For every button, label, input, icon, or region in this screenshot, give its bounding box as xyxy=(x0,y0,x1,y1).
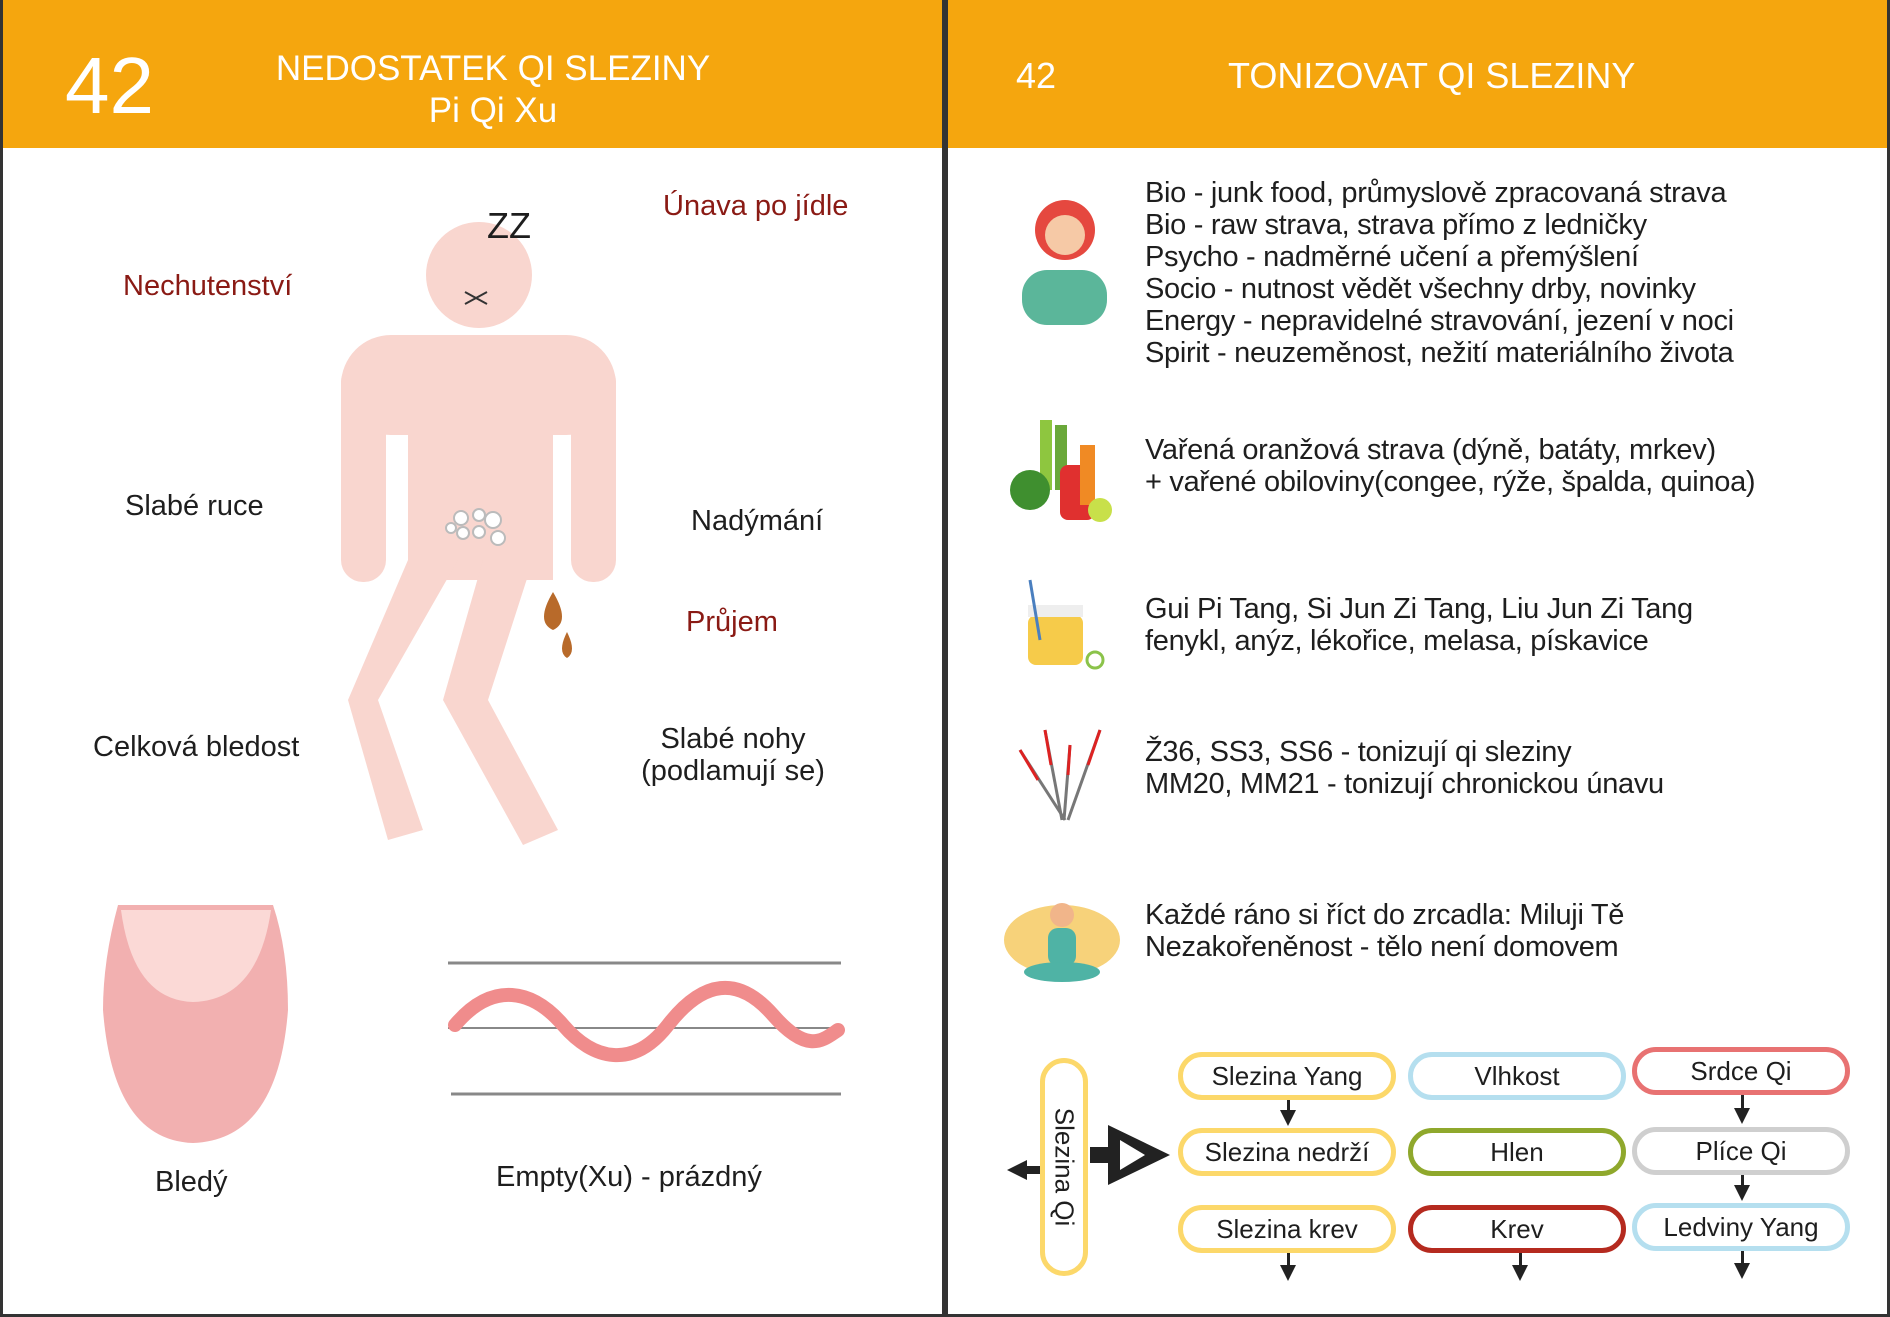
vegetables-icon xyxy=(1010,420,1112,522)
acupuncture-needles-icon xyxy=(1018,729,1102,821)
flow-box: Vlhkost xyxy=(1408,1052,1626,1100)
arrow-down-icon xyxy=(1287,1100,1290,1112)
spirit-text: Každé ráno si říct do zrcadla: Miluji Tě… xyxy=(1145,899,1624,963)
flow-arrows xyxy=(1007,1125,1170,1185)
left-title: NEDOSTATEK QI SLEZINY xyxy=(275,49,711,88)
cause-item: Bio - raw strava, strava přímo z ledničk… xyxy=(1145,209,1647,241)
arrow-down-icon xyxy=(1734,1263,1750,1279)
sleep-icon: ZZ xyxy=(487,205,531,246)
arrow-down-icon xyxy=(1734,1185,1750,1201)
icons-column xyxy=(1004,200,1120,982)
gas-bubbles-icon xyxy=(445,508,506,546)
tongue-icon xyxy=(103,905,288,1143)
card-number: 42 xyxy=(65,41,154,130)
points-text: Ž36, SS3, SS6 - tonizují qi sleziny MM20… xyxy=(1145,736,1664,800)
arrow-down-icon xyxy=(1741,1251,1744,1265)
arrow-left-icon xyxy=(1007,1160,1040,1180)
drops-icon xyxy=(544,592,572,658)
pulse-diagram xyxy=(448,961,845,1096)
arrow-down-icon xyxy=(1280,1110,1296,1126)
flow-box: Krev xyxy=(1408,1205,1626,1253)
tea-icon xyxy=(1028,579,1105,670)
food-line: Vařená oranžová strava (dýně, batáty, mr… xyxy=(1145,434,1716,466)
label-legs: Slabé nohy (podlamují se) xyxy=(613,723,853,787)
right-header: 42 TONIZOVAT QI SLEZINY xyxy=(948,0,1887,148)
herbs-line: fenykl, anýz, lékořice, melasa, pískavic… xyxy=(1145,625,1649,657)
label-pallor: Celková bledost xyxy=(93,731,300,763)
label-diarrhea: Průjem xyxy=(686,606,778,638)
flow-main-box: Slezina Qi xyxy=(1040,1058,1088,1276)
flow-box: Slezina krev xyxy=(1178,1205,1396,1253)
causes-list: Bio - junk food, průmyslově zpracovaná s… xyxy=(1145,177,1734,369)
cause-item: Spirit - neuzeměnost, nežití materiálníh… xyxy=(1145,337,1734,369)
label-legs-line1: Slabé nohy xyxy=(660,723,806,755)
cause-item: Energy - nepravidelné stravování, jezení… xyxy=(1145,305,1734,337)
body-illustration xyxy=(103,222,845,1143)
flow-box: Ledviny Yang xyxy=(1632,1203,1850,1251)
food-text: Vařená oranžová strava (dýně, batáty, mr… xyxy=(1145,434,1756,498)
flow-box: Slezina nedrží xyxy=(1178,1128,1396,1176)
arrow-down-icon xyxy=(1741,1095,1744,1109)
points-line: Ž36, SS3, SS6 - tonizují qi sleziny xyxy=(1145,736,1572,768)
label-arms: Slabé ruce xyxy=(125,490,264,522)
left-subtitle: Pi Qi Xu xyxy=(428,91,558,130)
arrow-down-icon xyxy=(1512,1265,1528,1281)
spirit-line: Každé ráno si říct do zrcadla: Miluji Tě xyxy=(1145,899,1625,931)
arrow-down-icon xyxy=(1287,1253,1290,1267)
woman-icon xyxy=(1022,200,1107,325)
card-number: 42 xyxy=(1016,55,1057,96)
label-tongue: Bledý xyxy=(155,1166,228,1198)
label-bloating: Nadýmání xyxy=(691,505,824,537)
meditation-icon xyxy=(1004,903,1120,982)
flow-box: Plíce Qi xyxy=(1632,1127,1850,1175)
herbs-line: Gui Pi Tang, Si Jun Zi Tang, Liu Jun Zi … xyxy=(1145,593,1693,625)
right-title: TONIZOVAT QI SLEZINY xyxy=(1228,55,1636,96)
arrow-down-icon xyxy=(1519,1253,1522,1267)
label-pulse: Empty(Xu) - prázdný xyxy=(496,1161,762,1193)
points-line: MM20, MM21 - tonizují chronickou únavu xyxy=(1145,768,1664,800)
left-card: 42 NEDOSTATEK QI SLEZINY Pi Qi Xu xyxy=(0,0,945,1317)
spirit-line: Nezakořeněnost - tělo není domovem xyxy=(1145,931,1619,963)
cause-item: Psycho - nadměrné učení a přemýšlení xyxy=(1145,241,1639,273)
label-fatigue: Únava po jídle xyxy=(663,190,849,222)
left-header: 42 NEDOSTATEK QI SLEZINY Pi Qi Xu xyxy=(3,0,942,148)
arrow-down-icon xyxy=(1734,1108,1750,1124)
herbs-text: Gui Pi Tang, Si Jun Zi Tang, Liu Jun Zi … xyxy=(1145,593,1693,657)
food-line: + vařené obiloviny(congee, rýže, špalda,… xyxy=(1145,466,1756,498)
flow-box: Srdce Qi xyxy=(1632,1047,1850,1095)
arrow-down-icon xyxy=(1741,1175,1744,1187)
label-appetite: Nechutenství xyxy=(123,270,293,302)
cause-item: Bio - junk food, průmyslově zpracovaná s… xyxy=(1145,177,1727,209)
arrow-down-icon xyxy=(1280,1265,1296,1281)
flow-box: Hlen xyxy=(1408,1128,1626,1176)
cause-item: Socio - nutnost vědět všechny drby, novi… xyxy=(1145,273,1696,305)
flow-box: Slezina Yang xyxy=(1178,1052,1396,1100)
label-legs-line2: (podlamují se) xyxy=(641,755,825,787)
body-figure xyxy=(341,222,616,845)
